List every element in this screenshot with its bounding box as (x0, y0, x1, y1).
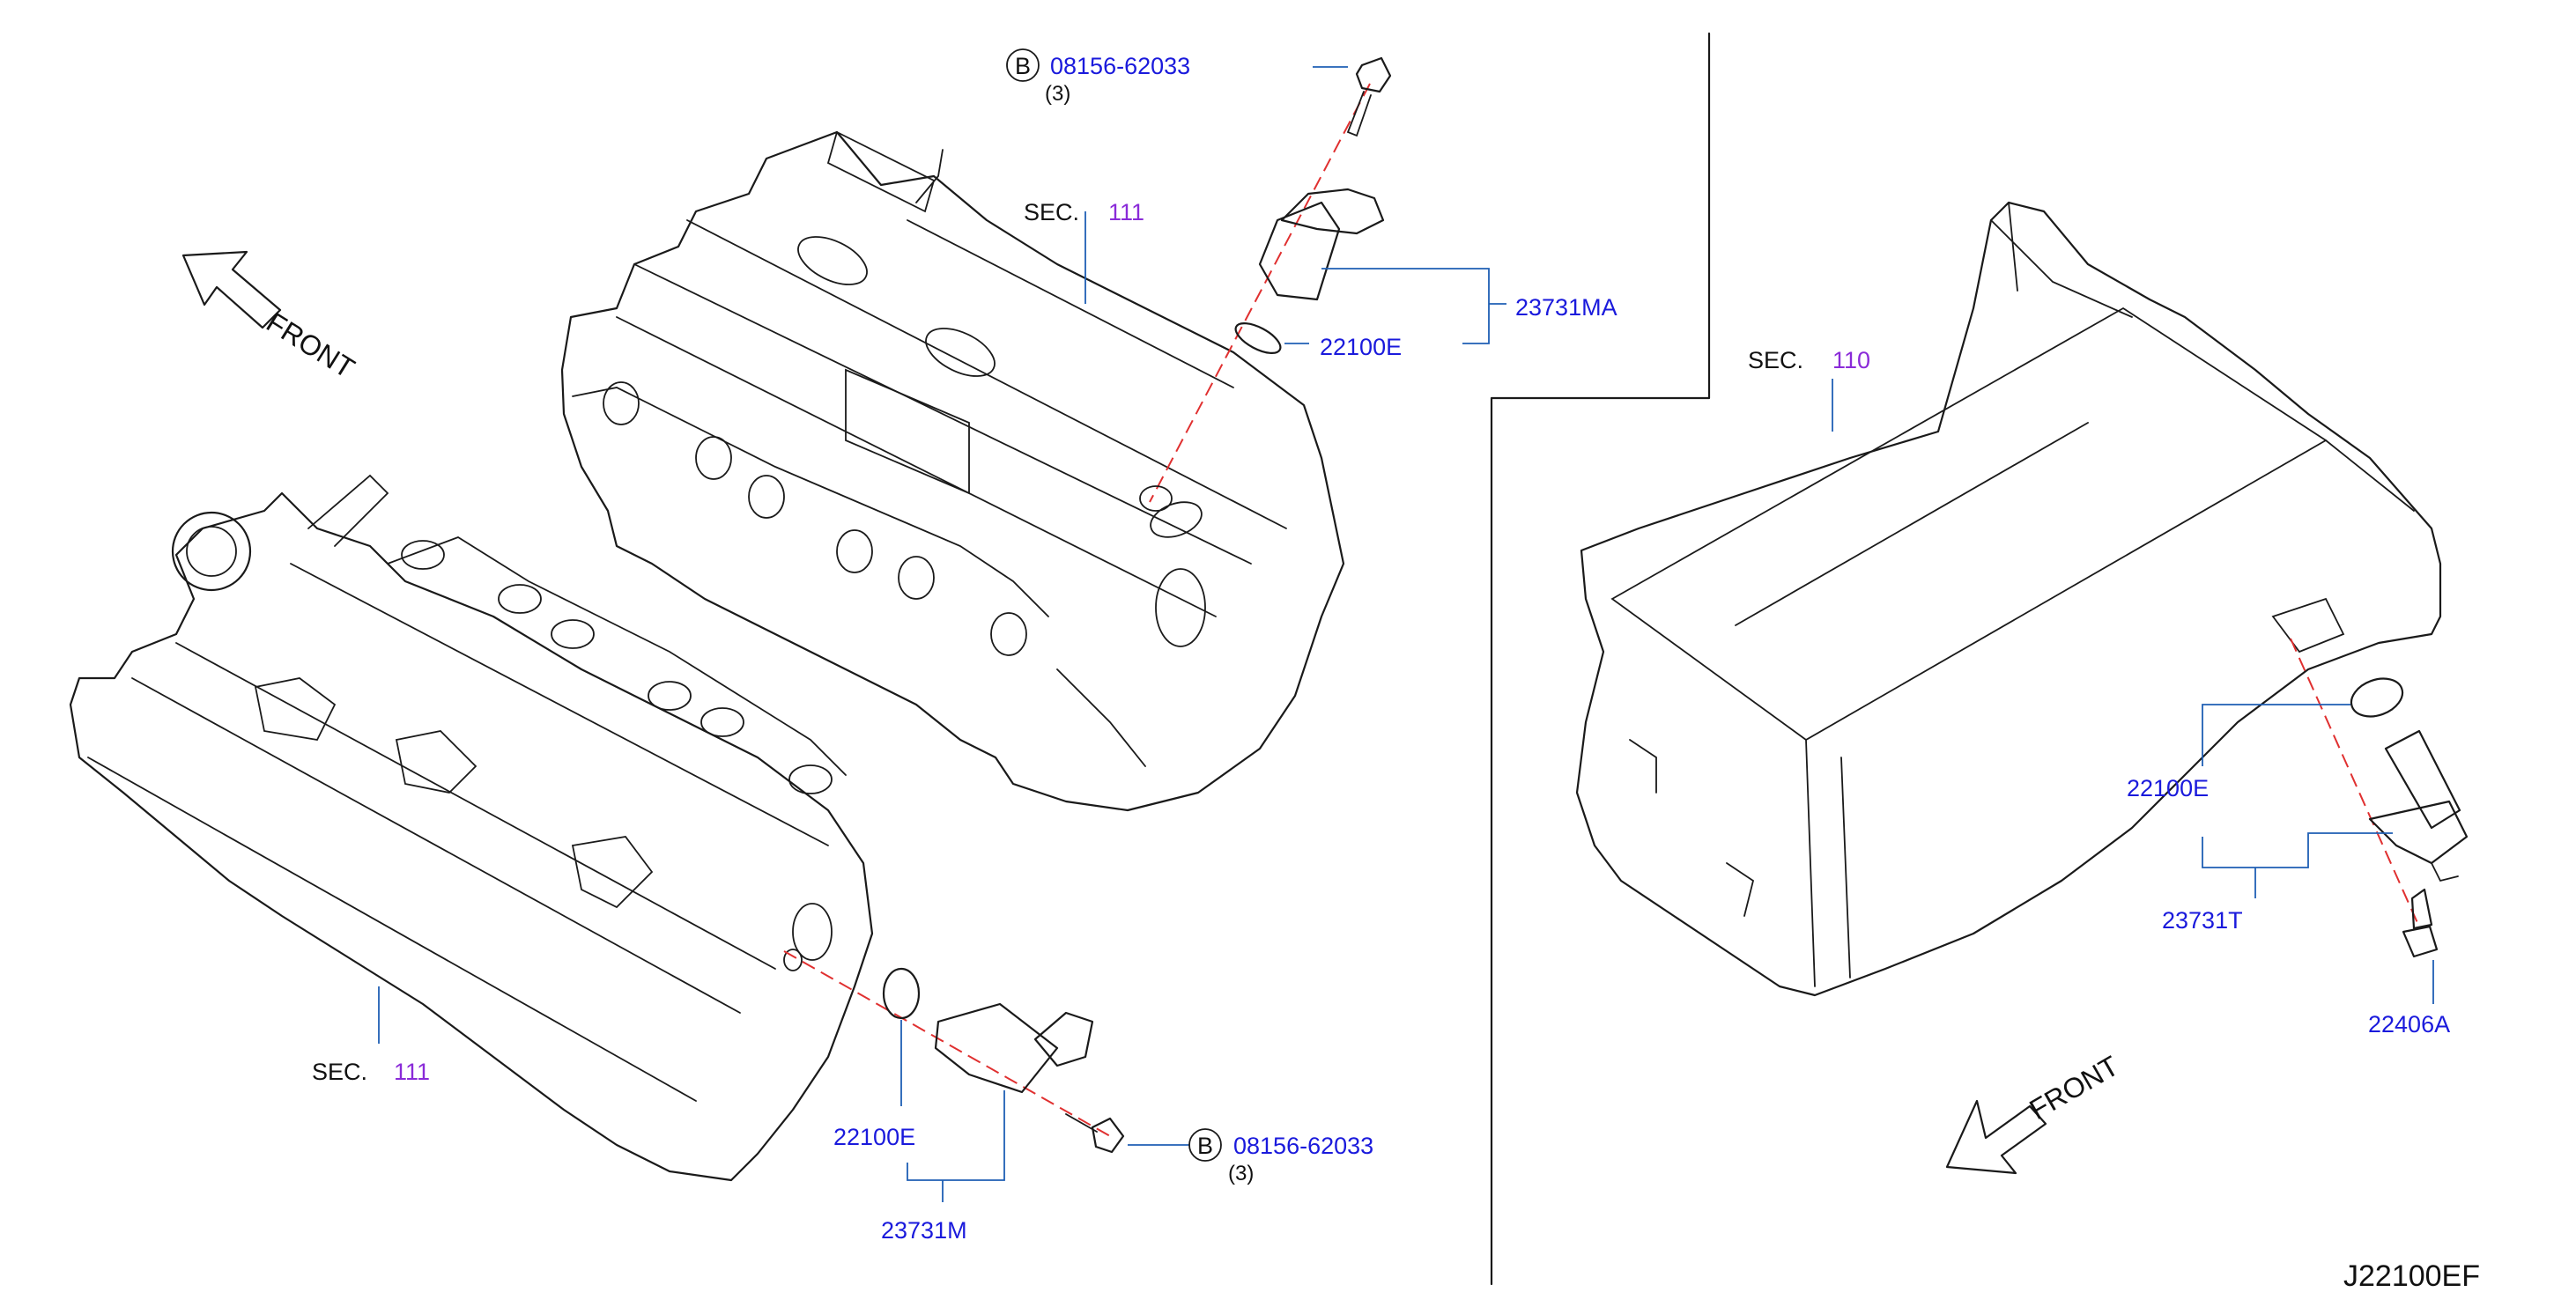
part-qty-bolt-top: (3) (1045, 82, 1070, 106)
part-number-oring-bottom[interactable]: 22100E (833, 1124, 915, 1150)
bolt-right-body (2410, 888, 2433, 930)
label-sec-111-top[interactable]: SEC. 111 (1024, 199, 1144, 225)
bolt-right-head (2402, 925, 2439, 958)
part-number-bolt-bottom[interactable]: 08156-62033 (1233, 1133, 1373, 1159)
part-group-top (1139, 56, 1392, 512)
bolt-circle-letter: B (1015, 53, 1031, 79)
bolt-circle-icon (1006, 48, 1040, 82)
centerlines (783, 83, 2419, 1137)
part-number-oring-top[interactable]: 22100E (1320, 334, 1402, 360)
label-sec-110[interactable]: SEC. 110 (1748, 347, 1870, 373)
part-number-sensor-top[interactable]: 23731MA (1515, 294, 1617, 321)
bolt-circle-icon (1188, 1128, 1222, 1162)
oring-right-shape (2350, 677, 2404, 718)
label-bolt-top[interactable]: B 08156-62033 (3) (1006, 48, 1190, 106)
part-number-sensor-bottom[interactable]: 23731M (881, 1217, 967, 1244)
front-arrow-right: FRONT (1945, 1050, 2124, 1175)
part-number-bolt-right[interactable]: 22406A (2368, 1011, 2450, 1037)
label-bolt-bottom[interactable]: B 08156-62033 (3) (1188, 1128, 1373, 1185)
leader-lines (378, 66, 2434, 1202)
oring-bottom-shape (882, 967, 921, 1020)
part-group-bottom (882, 967, 1125, 1154)
part-group-right (2350, 677, 2469, 958)
reference-code: J22100EF (2343, 1259, 2480, 1293)
cylinder-head-lower (69, 474, 874, 1182)
panel-divider (1490, 32, 1711, 1286)
oring-top-shape (1234, 322, 1282, 354)
sec-prefix-top: SEC. (1024, 199, 1079, 225)
front-label-right: FRONT (2025, 1050, 2124, 1126)
sec-number-right[interactable]: 110 (1832, 347, 1870, 373)
sensor-right-shape (2384, 729, 2461, 830)
bolt-circle-letter: B (1197, 1133, 1213, 1159)
bolt-bottom-shape (1091, 1117, 1125, 1154)
sec-prefix-bottom: SEC. (312, 1059, 367, 1085)
sensor-top-shape (1258, 201, 1341, 301)
part-number-oring-right[interactable]: 22100E (2127, 775, 2209, 801)
part-qty-bolt-bottom: (3) (1228, 1162, 1254, 1185)
label-sec-111-bottom[interactable]: SEC. 111 (312, 1059, 430, 1085)
part-number-bolt-top[interactable]: 08156-62033 (1050, 53, 1190, 79)
bolt-top-shape (1355, 56, 1392, 93)
sensor-bottom-shape (934, 1002, 1059, 1094)
cylinder-head-upper (560, 130, 1345, 812)
front-arrow-left: FRONT (181, 250, 360, 384)
oil-pan (1575, 201, 2442, 997)
front-label-left: FRONT (261, 306, 360, 384)
part-number-sensor-right[interactable]: 23731T (2162, 907, 2243, 934)
sec-number-bottom[interactable]: 111 (394, 1059, 430, 1085)
sec-prefix-right: SEC. (1748, 347, 1803, 373)
sec-number-top[interactable]: 111 (1108, 199, 1144, 225)
